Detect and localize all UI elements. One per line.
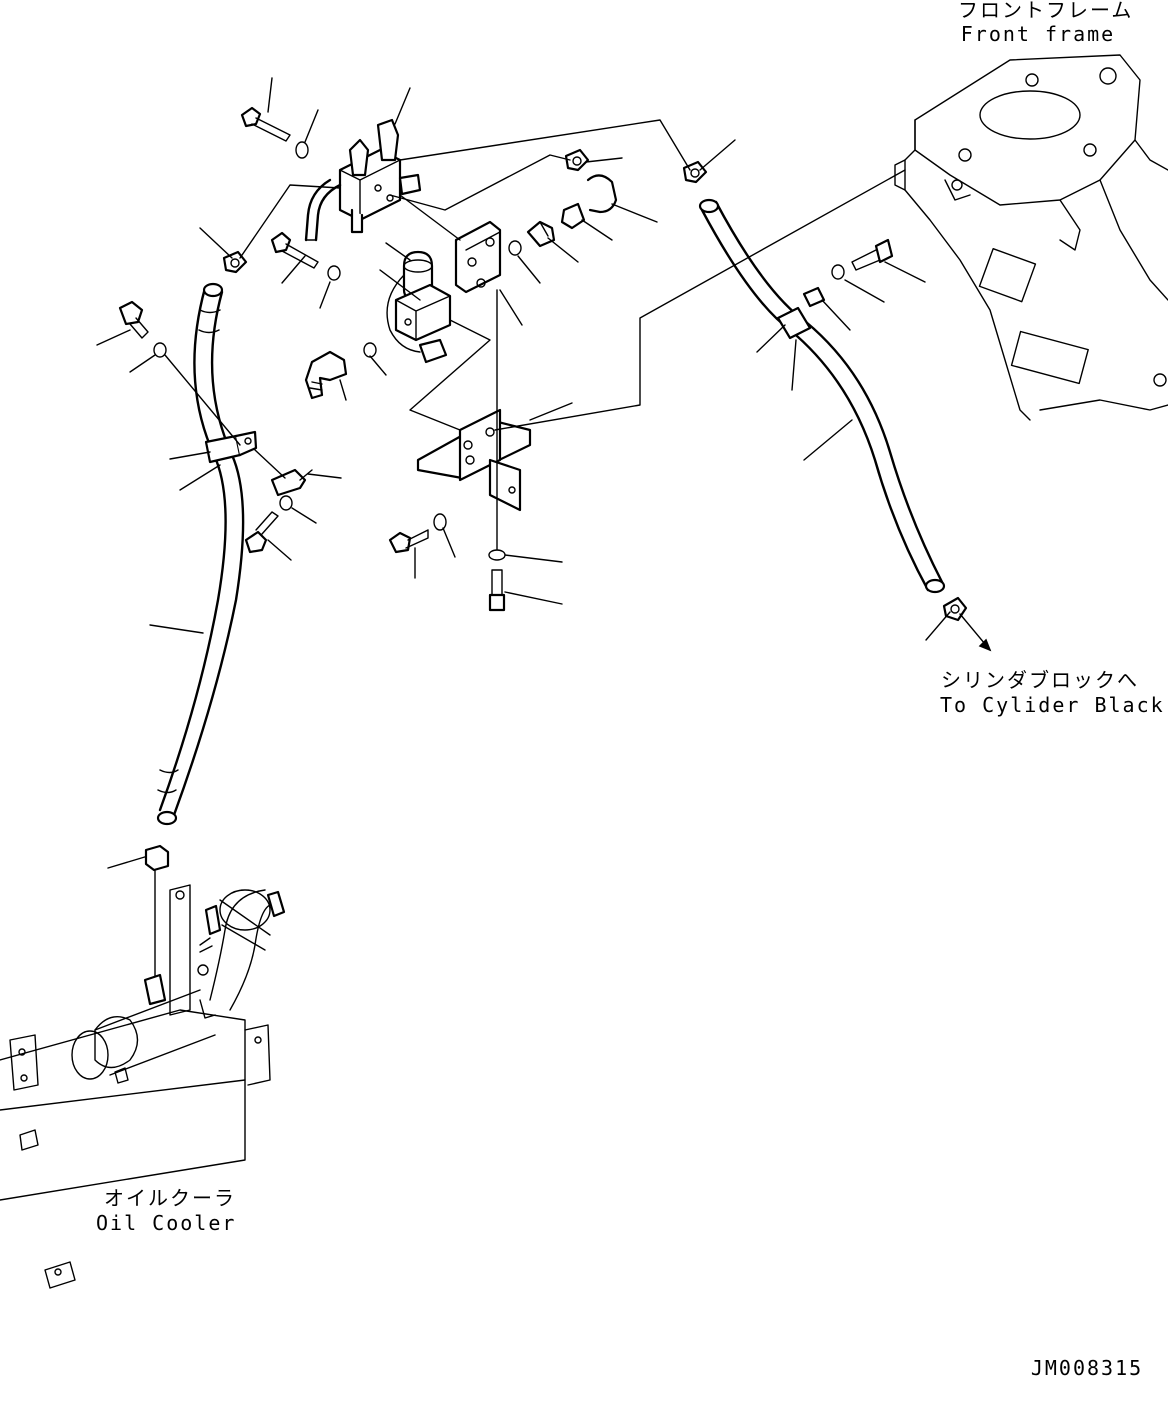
hose-clamp-2 bbox=[564, 148, 590, 172]
washer-left bbox=[153, 342, 167, 358]
adapter-1 bbox=[526, 220, 556, 248]
elbow-fitting bbox=[304, 350, 348, 400]
front-frame-drawing bbox=[894, 54, 1168, 421]
arrow-head bbox=[978, 638, 992, 652]
cylinder-block-label-jp: シリンダブロックへ bbox=[941, 668, 1139, 692]
o-ring-1 bbox=[508, 240, 522, 256]
drawing-number: JM008315 bbox=[1030, 1356, 1144, 1380]
washer-2 bbox=[327, 265, 341, 281]
washer-5 bbox=[279, 495, 293, 511]
clamp-right bbox=[776, 306, 812, 340]
elbow-hose bbox=[586, 174, 618, 214]
valve-block bbox=[304, 118, 422, 242]
bolt-mid-1 bbox=[270, 231, 319, 269]
oil-cooler-drawing bbox=[0, 844, 286, 1289]
washer-4 bbox=[488, 549, 506, 561]
bolt-top-1 bbox=[240, 106, 291, 142]
bolt-left-1 bbox=[118, 300, 149, 339]
assembly-lines bbox=[154, 119, 906, 991]
oil-cooler-label-jp: オイルクーラ bbox=[104, 1186, 236, 1210]
hose-right bbox=[698, 198, 946, 594]
bolt-bracket-1 bbox=[388, 529, 429, 554]
bracket-small bbox=[454, 220, 502, 294]
leader-lines bbox=[96, 77, 951, 869]
nut-right bbox=[802, 286, 826, 308]
o-ring-2 bbox=[363, 342, 377, 358]
bolt-bracket-2 bbox=[488, 569, 506, 612]
cap-nut bbox=[144, 844, 170, 872]
solenoid-valve bbox=[386, 250, 452, 364]
hose-left bbox=[156, 282, 245, 826]
washer-3 bbox=[433, 513, 447, 531]
clamp-left bbox=[204, 430, 258, 464]
nut-1 bbox=[560, 202, 586, 230]
hose-clamp-3 bbox=[682, 160, 708, 184]
front-frame-label-en: Front frame bbox=[960, 22, 1116, 46]
bolt-right bbox=[851, 238, 894, 271]
washer-1 bbox=[295, 141, 309, 159]
clamp-plate bbox=[270, 468, 313, 497]
bolt-left-2 bbox=[244, 511, 279, 554]
washer-right bbox=[831, 264, 845, 280]
oil-cooler-label-en: Oil Cooler bbox=[96, 1211, 237, 1235]
front-frame-label-jp: フロントフレーム bbox=[958, 0, 1134, 22]
main-bracket bbox=[416, 408, 532, 512]
cylinder-block-label-en: To Cylider Black bbox=[940, 693, 1165, 717]
